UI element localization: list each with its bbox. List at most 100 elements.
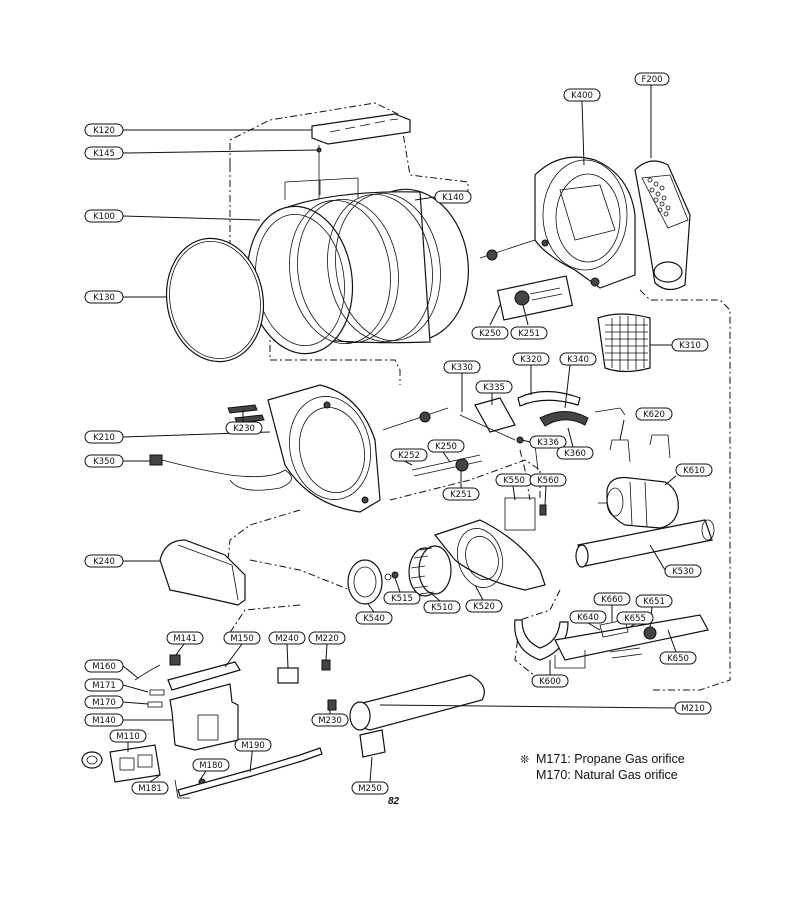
part-k550-k560 (504, 497, 547, 531)
part-k510-blower-wheel (408, 545, 452, 597)
svg-text:K520: K520 (473, 602, 495, 612)
part-k310-filter (597, 313, 651, 373)
part-rear-bearing-top (479, 239, 574, 321)
tag-k120: K120 (84, 123, 124, 137)
svg-text:K130: K130 (93, 293, 115, 303)
svg-text:K400: K400 (571, 91, 593, 101)
page-number: 82 (388, 796, 400, 807)
leader-lines (122, 85, 677, 783)
tag-k610: K610 (675, 463, 713, 477)
svg-text:K600: K600 (539, 677, 561, 687)
tag-k660: K660 (593, 592, 631, 606)
tag-k350: K350 (84, 454, 124, 468)
svg-text:K320: K320 (520, 355, 542, 365)
svg-text:F200: F200 (641, 75, 662, 85)
svg-text:M220: M220 (315, 634, 339, 644)
svg-text:M170: M170 (92, 698, 116, 708)
tag-k230: K230 (225, 421, 263, 435)
asterisk-icon: ❊ (520, 754, 530, 766)
tag-k145: K145 (84, 146, 124, 160)
svg-text:K610: K610 (683, 466, 705, 476)
svg-text:K560: K560 (537, 476, 559, 486)
svg-text:M141: M141 (173, 634, 197, 644)
svg-text:K250: K250 (479, 329, 501, 339)
tag-m250: M250 (351, 781, 389, 795)
svg-text:K336: K336 (537, 438, 559, 448)
svg-text:K210: K210 (93, 433, 115, 443)
tag-k330: K330 (443, 360, 481, 374)
part-k600-bracket (514, 614, 709, 669)
tag-k640: K640 (569, 610, 607, 624)
tag-k251b: K251 (442, 487, 480, 501)
part-k530-tube (575, 519, 715, 568)
tag-k600: K600 (531, 674, 569, 688)
tag-m110: M110 (109, 729, 147, 743)
svg-text:K140: K140 (442, 193, 464, 203)
note-natural-text: M170: Natural Gas orifice (536, 768, 678, 782)
tag-k210: K210 (84, 430, 124, 444)
tag-m180: M180 (192, 758, 230, 772)
svg-text:M171: M171 (92, 681, 116, 691)
tag-k560: K560 (529, 473, 567, 487)
tag-k320: K320 (512, 352, 550, 366)
svg-text:K540: K540 (363, 614, 385, 624)
svg-text:K360: K360 (564, 449, 586, 459)
tag-k140: K140 (434, 190, 472, 204)
tag-k400: K400 (563, 88, 601, 102)
svg-text:M110: M110 (116, 732, 140, 742)
svg-text:K240: K240 (93, 557, 115, 567)
svg-text:M240: M240 (275, 634, 299, 644)
note-natural: M170: Natural Gas orifice (520, 768, 685, 783)
svg-text:K651: K651 (643, 597, 665, 607)
orifice-notes: ❊ M171: Propane Gas orifice M170: Natural… (520, 752, 685, 783)
svg-text:K230: K230 (233, 424, 255, 434)
part-k620-clips (609, 434, 671, 463)
svg-text:M140: M140 (92, 716, 116, 726)
svg-text:K530: K530 (672, 567, 694, 577)
tag-k100: K100 (84, 209, 124, 223)
svg-text:K515: K515 (391, 594, 413, 604)
part-k400-rear-bulkhead (534, 156, 636, 289)
tag-k651: K651 (635, 594, 673, 608)
part-k230-slides (227, 404, 265, 424)
svg-text:K145: K145 (93, 149, 115, 159)
tag-k650: K650 (659, 651, 697, 665)
tag-k310: K310 (671, 338, 709, 352)
tag-k655: K655 (616, 611, 654, 625)
svg-text:K650: K650 (667, 654, 689, 664)
tag-m171: M171 (84, 678, 124, 692)
part-sensor-cluster (459, 390, 626, 471)
tag-k530: K530 (664, 564, 702, 578)
part-k210-front-bulkhead (267, 384, 381, 513)
svg-text:K335: K335 (483, 383, 505, 393)
tag-k250a: K250 (471, 326, 509, 340)
tag-k510: K510 (423, 600, 461, 614)
tag-m240: M240 (268, 631, 306, 645)
tag-m210: M210 (674, 701, 712, 715)
svg-text:K100: K100 (93, 212, 115, 222)
tag-k252: K252 (390, 448, 428, 462)
tag-k360: K360 (556, 446, 594, 460)
svg-text:K655: K655 (624, 614, 646, 624)
tag-k335: K335 (475, 380, 513, 394)
svg-text:M181: M181 (138, 784, 162, 794)
part-k350-harness (149, 454, 292, 491)
tag-m141: M141 (166, 631, 204, 645)
svg-text:K510: K510 (431, 603, 453, 613)
tag-k130: K130 (84, 290, 124, 304)
note-propane-text: M171: Propane Gas orifice (536, 752, 685, 766)
tag-f200: F200 (634, 72, 670, 86)
svg-text:M230: M230 (318, 716, 342, 726)
tag-m220: M220 (308, 631, 346, 645)
svg-text:K660: K660 (601, 595, 623, 605)
tag-k240: K240 (84, 554, 124, 568)
note-propane: ❊ M171: Propane Gas orifice (520, 752, 685, 768)
tag-m160: M160 (84, 659, 124, 673)
svg-text:M150: M150 (230, 634, 254, 644)
svg-text:K251: K251 (450, 490, 472, 500)
tag-k336: K336 (529, 435, 567, 449)
part-tags: K120 K145 K100 K130 K140 K400 F200 K250 … (84, 72, 713, 795)
svg-text:K330: K330 (451, 363, 473, 373)
svg-text:K350: K350 (93, 457, 115, 467)
svg-text:M210: M210 (681, 704, 705, 714)
